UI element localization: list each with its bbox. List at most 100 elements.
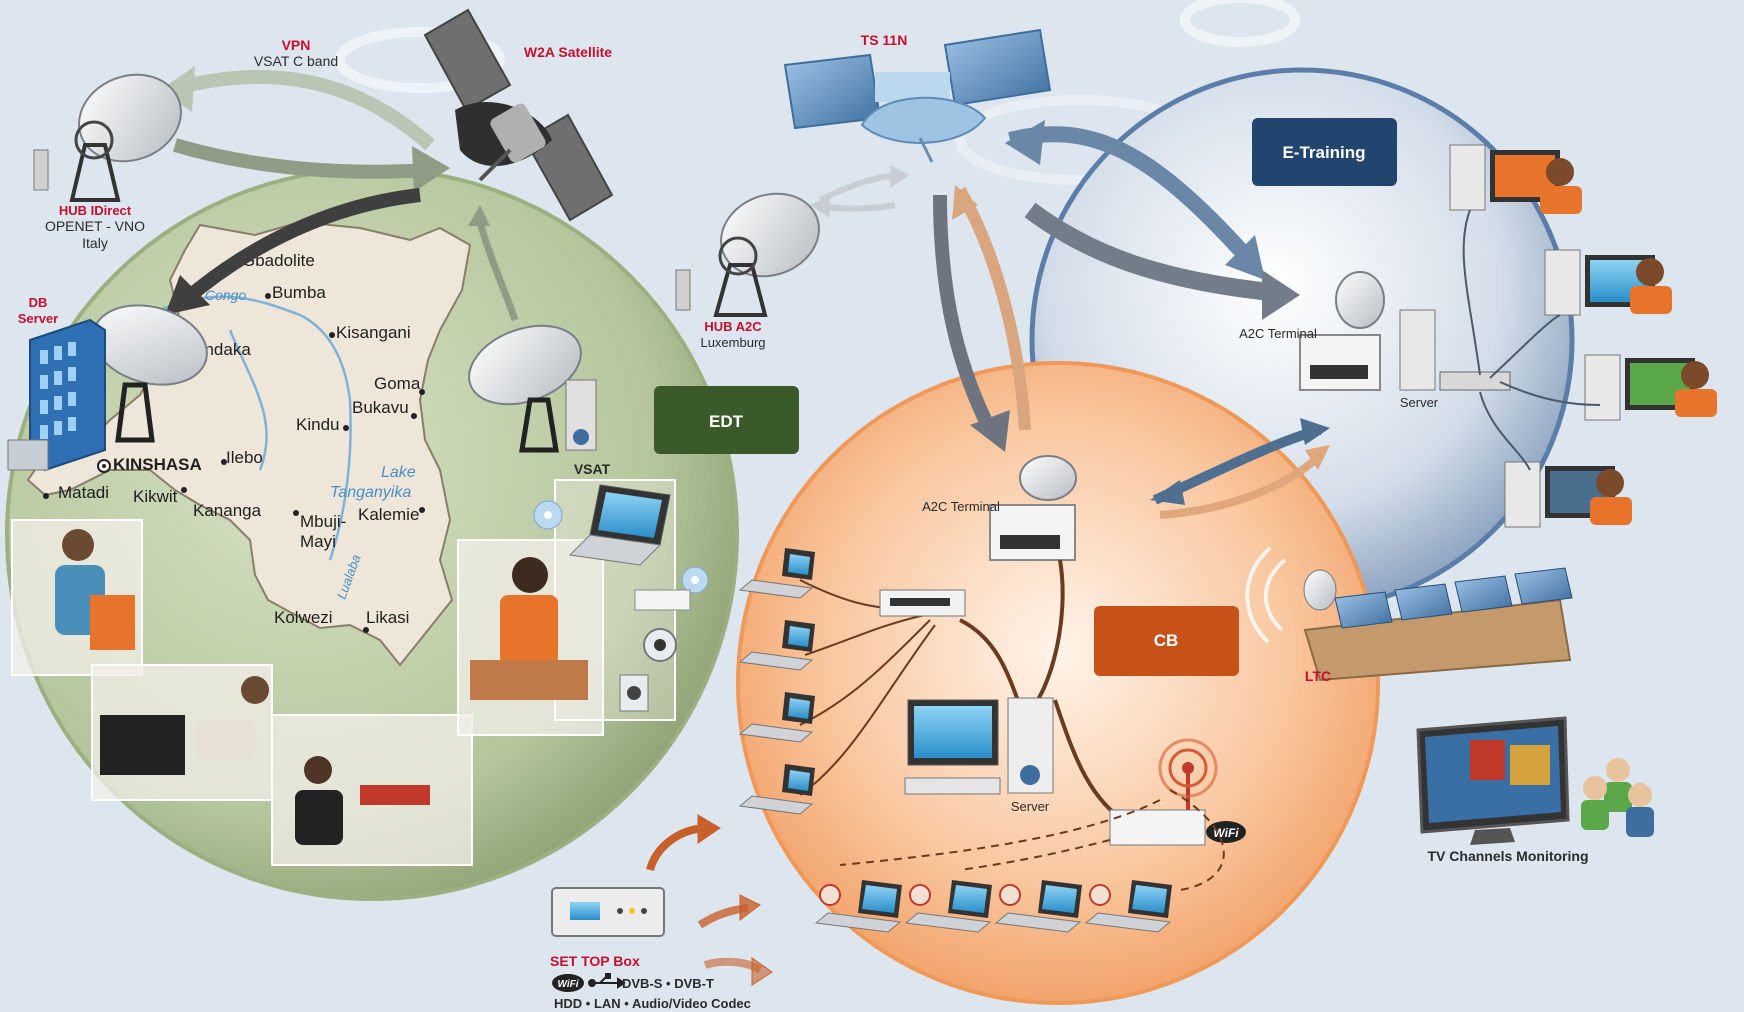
city-label: Ilebo (226, 448, 263, 467)
satellite-link-arrows (810, 120, 1330, 519)
cb-label: CB (1154, 631, 1179, 650)
hub-a2c-title: HUB A2C (704, 319, 762, 334)
laptop-icon (994, 880, 1082, 933)
cd-disc-icon (533, 500, 709, 594)
map-rivers (159, 295, 352, 561)
city-label: Mayi (300, 532, 336, 551)
laptop-icon (738, 620, 815, 671)
db-server-building-icon (7, 318, 106, 472)
kinshasa-star-icon (97, 459, 111, 473)
laptop-icon (738, 764, 815, 815)
vsat-dish-icon (468, 324, 597, 453)
city-label: Kalemie (358, 505, 419, 524)
etraining-clients (1449, 144, 1717, 528)
tv-monitor-icon (1416, 716, 1570, 845)
edt-box: EDT (654, 386, 799, 454)
desktop-computer-icon (904, 699, 1001, 795)
orange-zone-circle (736, 361, 1380, 1005)
map-city-labels: Gbadolite Bumba Kisangani andaka Goma Bu… (58, 251, 421, 627)
hub-a2c-line2: Luxemburg (700, 335, 765, 350)
edt-label: EDT (709, 412, 744, 431)
laptop-icon (904, 880, 992, 933)
client-workstation-icon (1584, 354, 1717, 421)
city-label: Bukavu (352, 398, 409, 417)
city-label: Kisangani (336, 323, 411, 342)
tv-monitoring-label: TV Channels Monitoring (1428, 848, 1589, 864)
client-workstation-icon (1544, 249, 1672, 316)
city-label: Kananga (193, 501, 262, 520)
water-label: Tanganyika (330, 484, 411, 501)
hub-a2c-dish-icon (675, 192, 820, 317)
city-label: Gbadolite (242, 251, 315, 270)
city-label: andaka (195, 340, 251, 359)
vpn-subtitle: VSAT C band (254, 53, 338, 69)
laptop-icon (738, 692, 815, 743)
ltc-solar-unit-icon (1245, 546, 1573, 682)
wifi-logo-icon: WiFi (1206, 821, 1246, 843)
city-label: Bumba (272, 283, 326, 302)
etraining-box: E-Training (1252, 118, 1397, 186)
etraining-a2c-terminal-label: A2C Terminal (1239, 326, 1317, 341)
usb-icon (588, 973, 626, 989)
cb-server-label: Server (1011, 799, 1050, 814)
ts11n-satellite-icon (783, 28, 1052, 163)
vsat-label: VSAT (574, 461, 611, 477)
stb-arrows (646, 814, 773, 986)
client-workstation-icon (1504, 461, 1632, 528)
laptop-icon (1084, 880, 1172, 933)
wireless-laptops (814, 880, 1172, 933)
hub-idirect-line2: OPENET - VNO (45, 218, 145, 234)
wifi-logo-label: WiFi (1213, 826, 1239, 840)
etraining-server-label: Server (1400, 395, 1439, 410)
db-server-line2: Server (18, 311, 58, 326)
etraining-label: E-Training (1282, 143, 1365, 162)
city-label: Mbuji- (300, 512, 346, 531)
stb-title: SET TOP Box (550, 953, 640, 969)
laptop-icon (568, 484, 671, 566)
stb-wifi-logo-icon: WiFi (552, 974, 584, 992)
city-label: KINSHASA (113, 455, 202, 474)
cb-a2c-terminal-label: A2C Terminal (922, 499, 1000, 514)
water-label: Lake (381, 464, 416, 481)
laptop-icon (738, 548, 815, 599)
db-server-line1: DB (29, 295, 48, 310)
a2c-terminal-dish-icon (989, 455, 1077, 561)
set-top-box-icon (551, 887, 665, 937)
viewers-group-icon (1581, 758, 1654, 837)
cb-laptops (738, 548, 815, 815)
laptop-icon (814, 880, 902, 933)
diagram-labels: VPN VSAT C band W2A Satellite TS 11N HUB… (18, 32, 1589, 1011)
speaker-icon (619, 674, 649, 712)
city-label: Kindu (296, 415, 339, 434)
network-switch-icon (879, 589, 966, 617)
ltc-label: LTC (1305, 668, 1331, 684)
city-label: Likasi (366, 608, 409, 627)
wireless-dashed-links (839, 789, 1225, 891)
vpn-title: VPN (282, 37, 311, 53)
city-label: Goma (374, 374, 421, 393)
hub-idirect-line3: Italy (82, 235, 108, 251)
person-icons (55, 529, 588, 845)
stb-line1: DVB-S • DVB-T (622, 976, 714, 991)
stb-wifi-logo-label: WiFi (557, 979, 578, 990)
vpn-link-arrows (160, 66, 519, 322)
hub-idirect-dish-icon (33, 73, 182, 202)
hub-idirect-title: HUB IDirect (59, 203, 132, 218)
ts11n-label: TS 11N (861, 32, 908, 48)
city-label: Matadi (58, 483, 109, 502)
w2a-satellite-label: W2A Satellite (524, 44, 612, 60)
server-tower-icon (1007, 697, 1054, 794)
city-label: Kolwezi (274, 608, 333, 627)
city-label: Kikwit (133, 487, 178, 506)
client-workstation-icon (1449, 144, 1582, 214)
stb-line2: HDD • LAN • Audio/Video Codec (554, 996, 751, 1011)
wifi-router-icon (1109, 738, 1218, 846)
etraining-terminal-dish-icon (1299, 271, 1511, 391)
water-label: Congo (205, 287, 246, 303)
map-city-dots (43, 293, 425, 633)
webcam-icon (643, 628, 677, 662)
cb-box: CB (1094, 606, 1239, 676)
dvd-player-icon (634, 589, 691, 611)
